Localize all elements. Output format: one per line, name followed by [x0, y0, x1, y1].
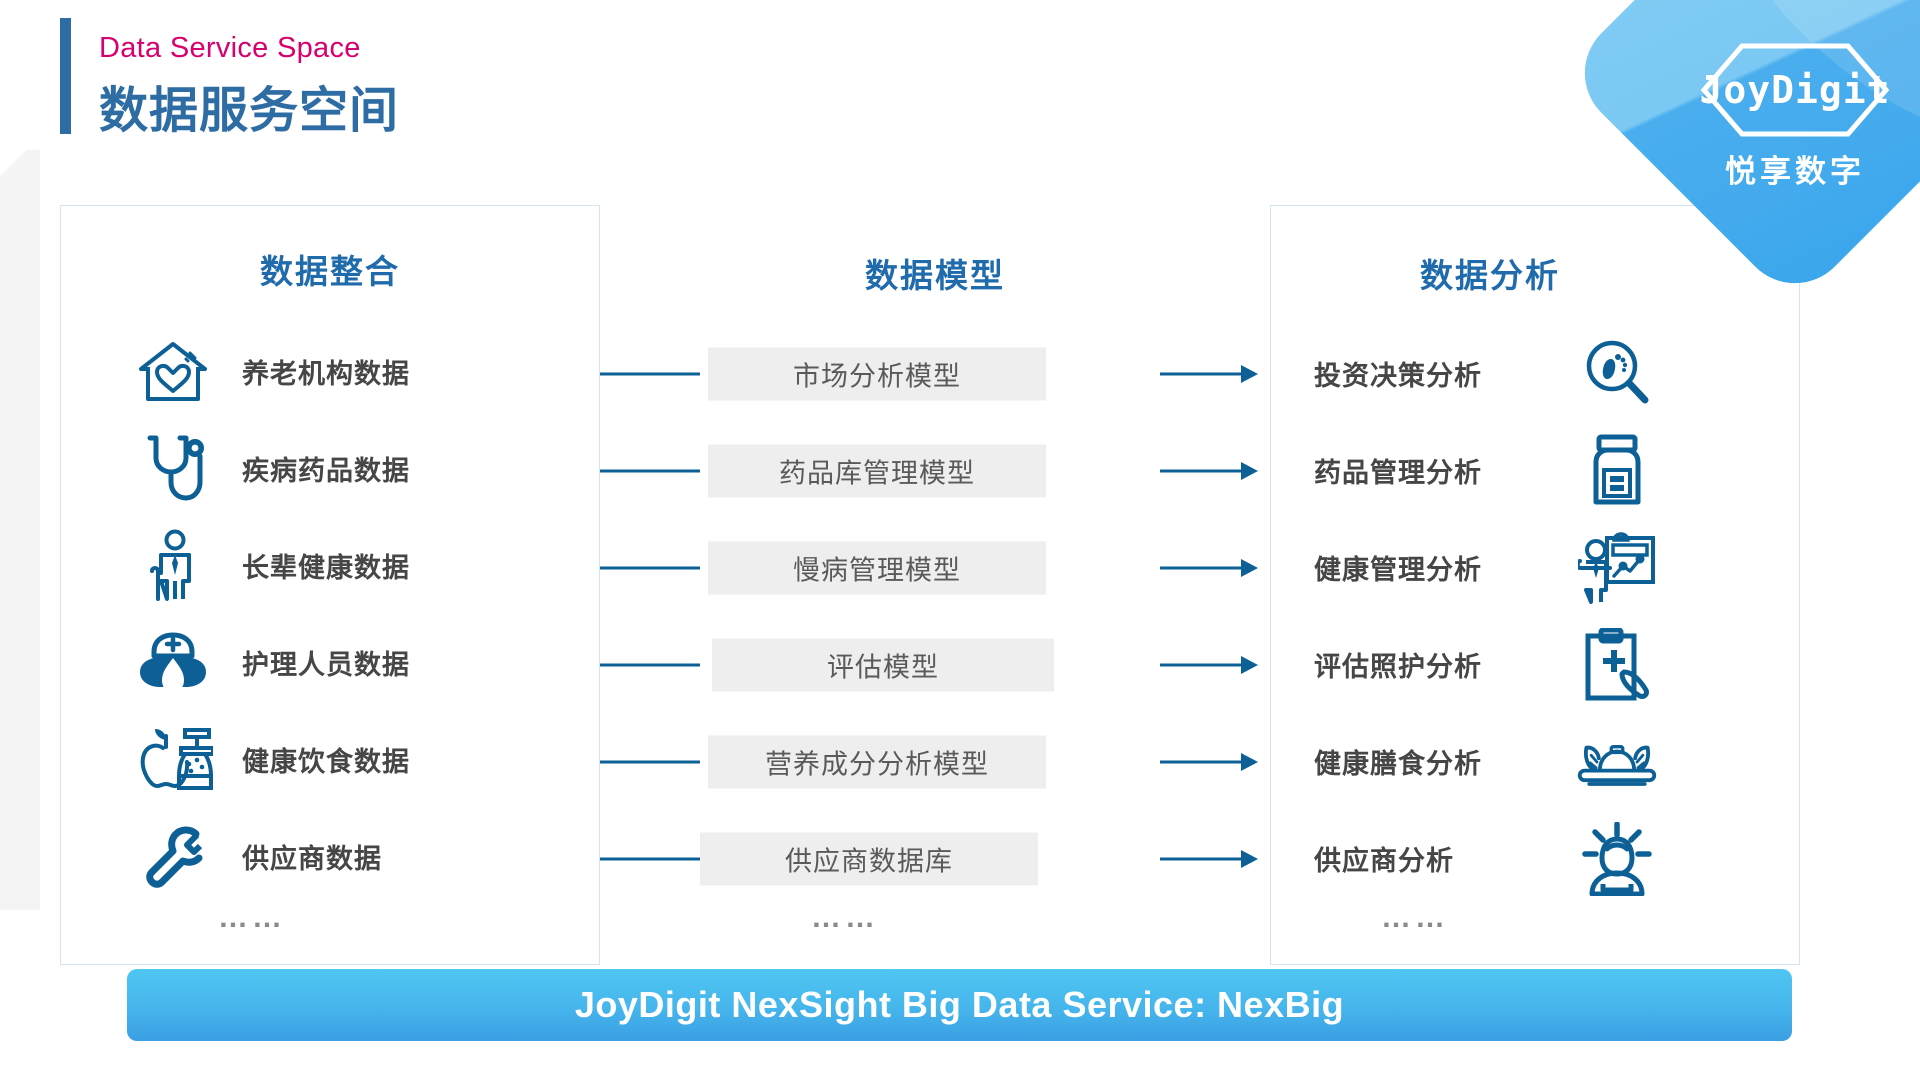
model-box[interactable]: 评估模型	[712, 638, 1054, 691]
connector-line-out	[1160, 857, 1248, 860]
logo-subtitle: 悦享数字	[1725, 153, 1865, 189]
list-item[interactable]: 供应商数据库	[600, 810, 1270, 907]
list-item-label: 供应商数据	[242, 844, 382, 874]
list-item[interactable]: 药品库管理模型	[600, 422, 1270, 519]
arrow-icon	[1241, 655, 1258, 674]
list-item[interactable]: 健康管理分析	[1270, 519, 1740, 616]
service-banner: JoyDigit NexSight Big Data Service: NexB…	[127, 969, 1792, 1041]
page-header: Data Service Space 数据服务空间	[60, 18, 399, 136]
model-box[interactable]: 营养成分分析模型	[708, 735, 1046, 788]
model-ellipsis: ……	[811, 901, 879, 934]
list-item[interactable]: 供应商数据	[60, 808, 600, 905]
model-title: 数据模型	[865, 257, 1005, 294]
list-item[interactable]: 护理人员数据	[60, 614, 600, 711]
stethoscope-icon	[130, 432, 216, 506]
list-item[interactable]: 长辈健康数据	[60, 517, 600, 614]
analysis-panel-border	[1270, 205, 1800, 965]
list-item[interactable]: 健康饮食数据	[60, 711, 600, 808]
list-item[interactable]: 市场分析模型	[600, 325, 1270, 422]
list-item-label: 评估照护分析	[1314, 652, 1482, 682]
apple-juicer-icon	[130, 723, 216, 797]
list-item-label: 健康管理分析	[1314, 555, 1482, 585]
list-item[interactable]: 供应商分析	[1270, 810, 1740, 907]
connector-line-in	[600, 663, 700, 666]
connector-line-in	[600, 760, 700, 763]
connector-line-in	[600, 857, 700, 860]
magnifier-footprint-icon	[1574, 335, 1660, 413]
list-item[interactable]: 药品管理分析	[1270, 422, 1740, 519]
list-item-label: 药品管理分析	[1314, 458, 1482, 488]
clipboard-medical-pen-icon	[1574, 626, 1660, 704]
arrow-icon	[1241, 752, 1258, 771]
model-box[interactable]: 慢病管理模型	[708, 541, 1046, 594]
list-item-label: 长辈健康数据	[242, 553, 410, 583]
list-item-label: 疾病药品数据	[242, 456, 410, 486]
list-item-label: 护理人员数据	[242, 650, 410, 680]
list-item-label: 健康饮食数据	[242, 747, 410, 777]
food-platter-icon	[1574, 723, 1660, 801]
list-item[interactable]: 营养成分分析模型	[600, 713, 1270, 810]
connector-line-out	[1160, 566, 1248, 569]
medicine-jar-icon	[1574, 432, 1660, 510]
page-eyebrow: Data Service Space	[99, 32, 361, 64]
connector-line-out	[1160, 372, 1248, 375]
integration-ellipsis: ……	[218, 901, 286, 934]
connector-line-in	[600, 566, 700, 569]
model-box[interactable]: 市场分析模型	[708, 347, 1046, 400]
analysis-title: 数据分析	[1420, 257, 1560, 294]
joydigit-logo: JoyDigit 悦享数字	[1561, 0, 1920, 307]
model-box[interactable]: 供应商数据库	[700, 832, 1038, 885]
person-chart-board-icon	[1574, 529, 1660, 607]
logo-hexagon-icon: JoyDigit	[1699, 42, 1891, 138]
house-heart-icon	[130, 335, 216, 409]
connector-line-in	[600, 372, 700, 375]
analysis-panel: 数据分析 投资决策分析	[1270, 205, 1740, 965]
list-item[interactable]: 疾病药品数据	[60, 420, 600, 517]
integration-panel: 数据整合 养老机构数据	[60, 205, 600, 965]
connector-line-out	[1160, 469, 1248, 472]
list-item-label: 供应商分析	[1314, 846, 1454, 876]
arrow-icon	[1241, 558, 1258, 577]
wrench-icon	[130, 820, 216, 894]
list-item-label: 养老机构数据	[242, 359, 410, 389]
list-item[interactable]: 评估照护分析	[1270, 616, 1740, 713]
data-service-panels: 数据整合 养老机构数据	[60, 205, 1800, 965]
connector-line-in	[600, 469, 700, 472]
analysis-ellipsis: ……	[1381, 901, 1449, 934]
list-item[interactable]: 慢病管理模型	[600, 519, 1270, 616]
connector-line-out	[1160, 663, 1248, 666]
service-banner-text: JoyDigit NexSight Big Data Service: NexB…	[574, 984, 1345, 1025]
page-title: 数据服务空间	[99, 84, 400, 138]
integration-title: 数据整合	[260, 253, 400, 290]
logo-wordmark: JoyDigit	[1699, 67, 1891, 112]
nurse-icon	[130, 626, 216, 700]
list-item[interactable]: 投资决策分析	[1270, 325, 1740, 422]
list-item[interactable]: 评估模型	[600, 616, 1270, 713]
arrow-icon	[1241, 364, 1258, 383]
connector-line-out	[1160, 760, 1248, 763]
arrow-icon	[1241, 461, 1258, 480]
arrow-icon	[1241, 849, 1258, 868]
header-accent-bar	[60, 18, 71, 134]
list-item-label: 投资决策分析	[1314, 361, 1482, 391]
model-box[interactable]: 药品库管理模型	[708, 444, 1046, 497]
elderly-person-cane-icon	[130, 529, 216, 603]
list-item[interactable]: 健康膳食分析	[1270, 713, 1740, 810]
integration-panel-border	[60, 205, 600, 965]
person-idea-icon	[1574, 820, 1660, 898]
list-item[interactable]: 养老机构数据	[60, 323, 600, 420]
list-item-label: 健康膳食分析	[1314, 749, 1482, 779]
model-panel: 数据模型 市场分析模型 药品库管理模型 慢病管理模型	[600, 205, 1270, 965]
